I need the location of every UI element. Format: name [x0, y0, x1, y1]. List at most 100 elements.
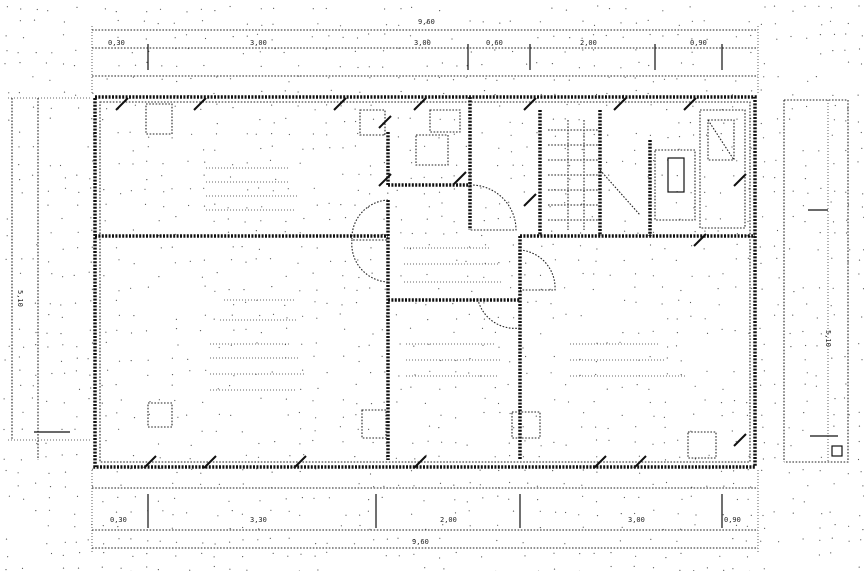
background-dot [174, 497, 176, 499]
background-dot [428, 343, 430, 345]
background-dot [750, 147, 752, 149]
background-dot [133, 315, 135, 317]
background-dot [115, 511, 118, 513]
background-dot [565, 444, 567, 446]
background-dot [634, 273, 637, 275]
background-dot [229, 176, 232, 178]
background-dot [6, 50, 8, 52]
background-dot [247, 189, 249, 191]
background-dot [554, 259, 557, 261]
background-dot [369, 193, 371, 195]
background-dot [592, 34, 595, 36]
background-dot [736, 160, 738, 162]
background-dot [578, 259, 580, 261]
background-dot [720, 133, 722, 135]
background-dot [63, 21, 65, 23]
background-dot [312, 439, 314, 442]
background-dot [255, 258, 257, 260]
background-dot [102, 525, 104, 527]
background-dot [46, 543, 48, 545]
background-dot [398, 77, 400, 79]
background-dot [804, 5, 806, 7]
background-dot [723, 485, 725, 487]
background-dot [134, 496, 136, 498]
background-dot [424, 567, 426, 569]
background-dot [485, 207, 487, 209]
background-dot [483, 318, 485, 320]
background-dot [246, 35, 248, 37]
background-dot [750, 386, 752, 389]
background-dot [456, 318, 458, 320]
background-dot [511, 275, 513, 277]
background-dot [32, 76, 34, 78]
background-dot [243, 289, 245, 291]
background-dot [399, 343, 401, 345]
background-dot [468, 372, 470, 374]
background-dot [370, 104, 372, 106]
background-dot [680, 289, 682, 292]
background-dot [747, 498, 749, 500]
background-dot [484, 397, 486, 399]
background-dot [47, 525, 49, 527]
background-dot [762, 458, 765, 460]
background-dot [357, 189, 359, 191]
background-dot [565, 313, 567, 315]
left-dimension-chain [8, 97, 92, 460]
background-dot [233, 375, 235, 377]
background-dot [524, 274, 526, 276]
background-dot [540, 445, 542, 447]
background-dot [342, 416, 344, 418]
wall-hatch-tick [523, 97, 537, 111]
background-dot [479, 484, 481, 486]
background-dot [381, 355, 383, 357]
background-dot [581, 37, 583, 39]
background-dot [120, 399, 122, 401]
background-dot [200, 8, 202, 10]
background-dot [773, 191, 776, 193]
background-dot [356, 289, 358, 291]
background-dot [774, 383, 776, 385]
background-dot [241, 431, 243, 433]
background-dot [146, 61, 148, 64]
background-dot [412, 442, 414, 444]
background-dot [748, 188, 750, 190]
background-dot [862, 529, 864, 531]
background-dot [301, 343, 303, 345]
background-dot [634, 441, 636, 443]
background-dot [747, 220, 749, 223]
background-dot [662, 10, 664, 12]
background-dot [269, 537, 271, 540]
background-dot [773, 5, 776, 7]
background-dot [468, 510, 470, 512]
background-dot [258, 187, 260, 189]
background-dot [807, 80, 809, 82]
wall-hatch-tick [378, 173, 392, 187]
background-dot [4, 359, 6, 361]
background-dot [342, 399, 344, 401]
background-dot [860, 471, 862, 473]
background-dot [497, 402, 500, 405]
background-dot [664, 426, 666, 428]
background-dot [468, 313, 470, 315]
background-dot [676, 78, 678, 80]
background-dot [175, 541, 178, 543]
background-dot [75, 49, 77, 51]
wall-hatch-marks [115, 97, 747, 469]
background-dot [704, 399, 706, 401]
background-dot [339, 313, 341, 315]
background-dot [18, 356, 20, 358]
background-dot [5, 35, 7, 37]
background-dot [312, 133, 314, 135]
background-dot [17, 52, 19, 54]
background-dot [384, 371, 386, 373]
background-dot [499, 105, 501, 107]
background-dot [313, 497, 315, 499]
background-dot [452, 303, 454, 305]
background-dot [229, 5, 231, 8]
background-dot [426, 273, 428, 276]
background-dot [61, 316, 63, 318]
background-dot [163, 206, 165, 208]
background-dot [189, 188, 192, 190]
background-dot [48, 472, 50, 474]
background-dot [621, 526, 623, 529]
